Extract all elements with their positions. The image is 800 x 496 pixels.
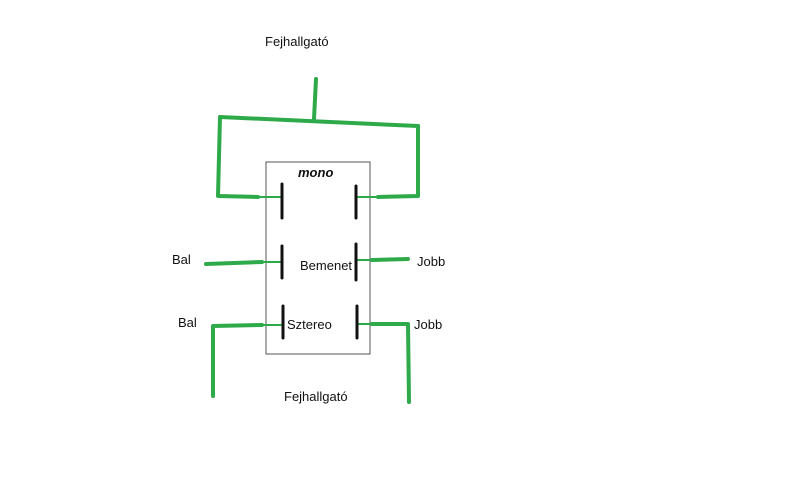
label-right-lower: Jobb	[414, 317, 442, 332]
label-right-upper: Jobb	[417, 254, 445, 269]
wire-left-upper	[204, 260, 264, 266]
label-left-lower: Bal	[178, 315, 197, 330]
label-stereo: Sztereo	[287, 317, 332, 332]
wire-right-lower	[370, 322, 411, 404]
label-bottom-headphone: Fejhallgató	[284, 389, 348, 404]
wire-right-upper	[370, 257, 410, 262]
switch-pins	[280, 182, 359, 340]
wire-top-bridge	[218, 115, 420, 128]
wires	[204, 77, 420, 404]
label-input: Bemenet	[300, 258, 352, 273]
label-top-headphone: Fejhallgató	[265, 34, 329, 49]
wire-left-lower	[211, 323, 264, 398]
wire-top-headphone	[312, 77, 318, 121]
wire-top-right-drop	[376, 124, 420, 199]
label-switch-mode: mono	[298, 165, 333, 180]
label-left-upper: Bal	[172, 252, 191, 267]
switch-body	[265, 161, 371, 355]
wire-top-left-drop	[216, 115, 260, 199]
